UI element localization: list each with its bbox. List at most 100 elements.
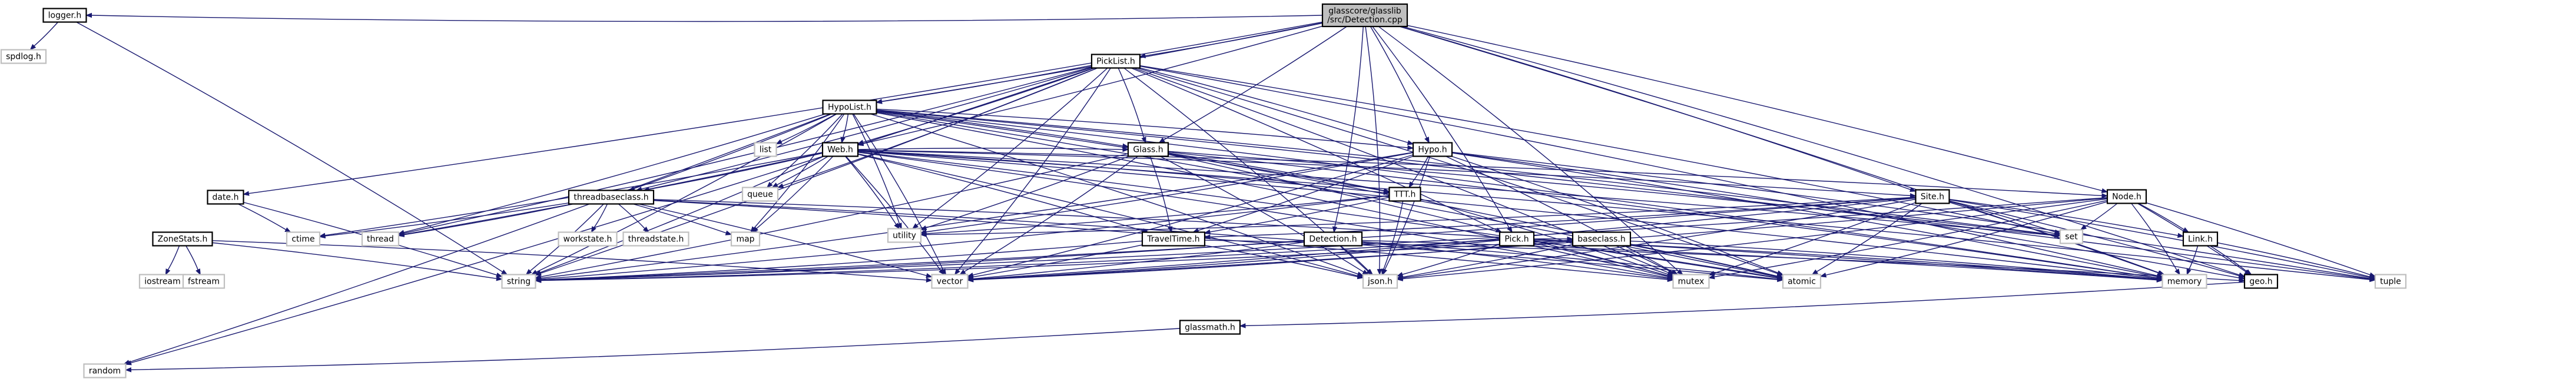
edge-line bbox=[1615, 245, 1672, 273]
edge-zonestats-to-string bbox=[212, 242, 503, 281]
node-box bbox=[2106, 189, 2147, 204]
edge-line bbox=[1245, 281, 2245, 327]
node-thread: thread bbox=[361, 231, 400, 247]
edge-line bbox=[1714, 200, 2108, 278]
node-logger[interactable]: logger.h bbox=[42, 8, 87, 23]
node-box bbox=[152, 231, 213, 247]
arrowhead bbox=[1377, 268, 1383, 275]
edge-line bbox=[863, 67, 1095, 143]
arrowhead bbox=[2245, 269, 2252, 275]
node-link[interactable]: Link.h bbox=[2182, 231, 2219, 247]
arrowhead bbox=[284, 227, 291, 233]
edge-line bbox=[541, 197, 2108, 281]
edge-hypolist-to-thread bbox=[397, 113, 826, 235]
arrowhead bbox=[2158, 270, 2166, 275]
node-threadbaseclass[interactable]: threadbaseclass.h bbox=[568, 190, 655, 205]
arrowhead bbox=[2156, 277, 2163, 282]
arrowhead bbox=[1158, 137, 1165, 144]
edge-line bbox=[1340, 245, 1370, 271]
node-box bbox=[2374, 274, 2407, 289]
edge-link-to-geo bbox=[2210, 245, 2252, 275]
arrowhead bbox=[2238, 273, 2246, 278]
node-glassmath[interactable]: glassmath.h bbox=[1179, 320, 1241, 335]
node-pick[interactable]: Pick.h bbox=[1498, 231, 1535, 247]
edge-line bbox=[973, 241, 1305, 280]
node-picklist[interactable]: PickList.h bbox=[1090, 54, 1141, 69]
edge-line bbox=[1949, 201, 2056, 232]
node-traveltime[interactable]: TravelTime.h bbox=[1141, 231, 1206, 247]
edge-line bbox=[863, 25, 1323, 144]
edge-threadbaseclass-to-threadstate bbox=[618, 203, 649, 233]
arrowhead bbox=[1819, 273, 1827, 278]
edge-site-to-set bbox=[1949, 201, 2061, 234]
node-box bbox=[182, 274, 226, 289]
arrowhead bbox=[1239, 323, 1246, 328]
arrowhead bbox=[29, 44, 37, 51]
node-site[interactable]: Site.h bbox=[1915, 189, 1950, 204]
node-label: Node.h bbox=[2112, 192, 2141, 202]
node-baseclass[interactable]: baseclass.h bbox=[1572, 231, 1632, 247]
node-label: thread bbox=[367, 235, 394, 244]
node-label: Glass.h bbox=[1133, 145, 1163, 155]
edge-line bbox=[857, 151, 1778, 279]
node-root[interactable]: glasscore/glasslib/src/Detection.cpp bbox=[1321, 3, 1408, 28]
node-box bbox=[0, 49, 47, 64]
edge-line bbox=[857, 154, 1143, 231]
edge-line bbox=[1209, 197, 1390, 232]
edge-line bbox=[403, 113, 826, 233]
node-box bbox=[558, 231, 618, 247]
node-workstate: workstate.h bbox=[558, 231, 618, 247]
edge-line bbox=[1334, 26, 1364, 227]
node-hypo[interactable]: Hypo.h bbox=[1412, 142, 1453, 157]
node-hypolist[interactable]: HypoList.h bbox=[822, 99, 877, 115]
edge-line bbox=[2210, 245, 2247, 272]
node-ttt[interactable]: TTT.h bbox=[1388, 187, 1421, 202]
edge-root-to-glass bbox=[1158, 26, 1347, 144]
edge-web-to-glass bbox=[857, 147, 1129, 152]
edge-line bbox=[973, 154, 1414, 275]
arrowhead bbox=[525, 268, 532, 275]
node-detection[interactable]: Detection.h bbox=[1303, 231, 1363, 247]
node-set: set bbox=[2059, 229, 2084, 244]
node-date[interactable]: date.h bbox=[207, 190, 244, 205]
edge-ttt-to-json bbox=[1381, 201, 1404, 275]
edge-hypolist-to-string bbox=[531, 113, 837, 275]
node-box bbox=[1572, 231, 1632, 247]
node-web[interactable]: Web.h bbox=[821, 142, 859, 157]
node-label: Detection.h bbox=[1309, 235, 1357, 244]
edge-line bbox=[653, 200, 1778, 280]
node-label: Site.h bbox=[1921, 192, 1944, 202]
node-node[interactable]: Node.h bbox=[2106, 189, 2147, 204]
edge-baseclass-to-atomic bbox=[1630, 244, 1784, 279]
arrowhead bbox=[2369, 274, 2376, 280]
node-label: ctime bbox=[291, 235, 314, 244]
node-label: random bbox=[89, 367, 121, 376]
edge-line bbox=[1411, 156, 1429, 184]
edge-baseclass-to-mutex bbox=[1615, 245, 1677, 275]
edge-line bbox=[541, 153, 1129, 277]
node-utility: utility bbox=[887, 228, 922, 243]
edge-line bbox=[1825, 201, 2108, 276]
edge-line bbox=[1361, 240, 2157, 281]
edge-line bbox=[842, 114, 849, 138]
arrowhead bbox=[876, 99, 883, 104]
node-zonestats[interactable]: ZoneStats.h bbox=[152, 231, 213, 247]
edge-hypo-to-ttt bbox=[1408, 156, 1429, 188]
edge-line bbox=[403, 67, 1092, 234]
node-label: fstream bbox=[188, 277, 220, 287]
node-box bbox=[622, 231, 689, 247]
node-box bbox=[42, 8, 87, 23]
node-box bbox=[1321, 3, 1408, 28]
arrowhead bbox=[2174, 268, 2180, 275]
edge-line bbox=[2131, 203, 2177, 271]
node-geo[interactable]: geo.h bbox=[2243, 274, 2279, 289]
edge-line bbox=[167, 245, 180, 270]
edge-line bbox=[926, 155, 1129, 228]
edge-root-to-logger bbox=[85, 12, 1323, 22]
edge-line bbox=[964, 155, 1139, 273]
edge-line bbox=[238, 203, 287, 230]
node-box bbox=[1782, 274, 1822, 289]
edge-line bbox=[91, 15, 1323, 22]
node-label: string bbox=[507, 277, 531, 287]
node-glass[interactable]: Glass.h bbox=[1127, 142, 1169, 157]
